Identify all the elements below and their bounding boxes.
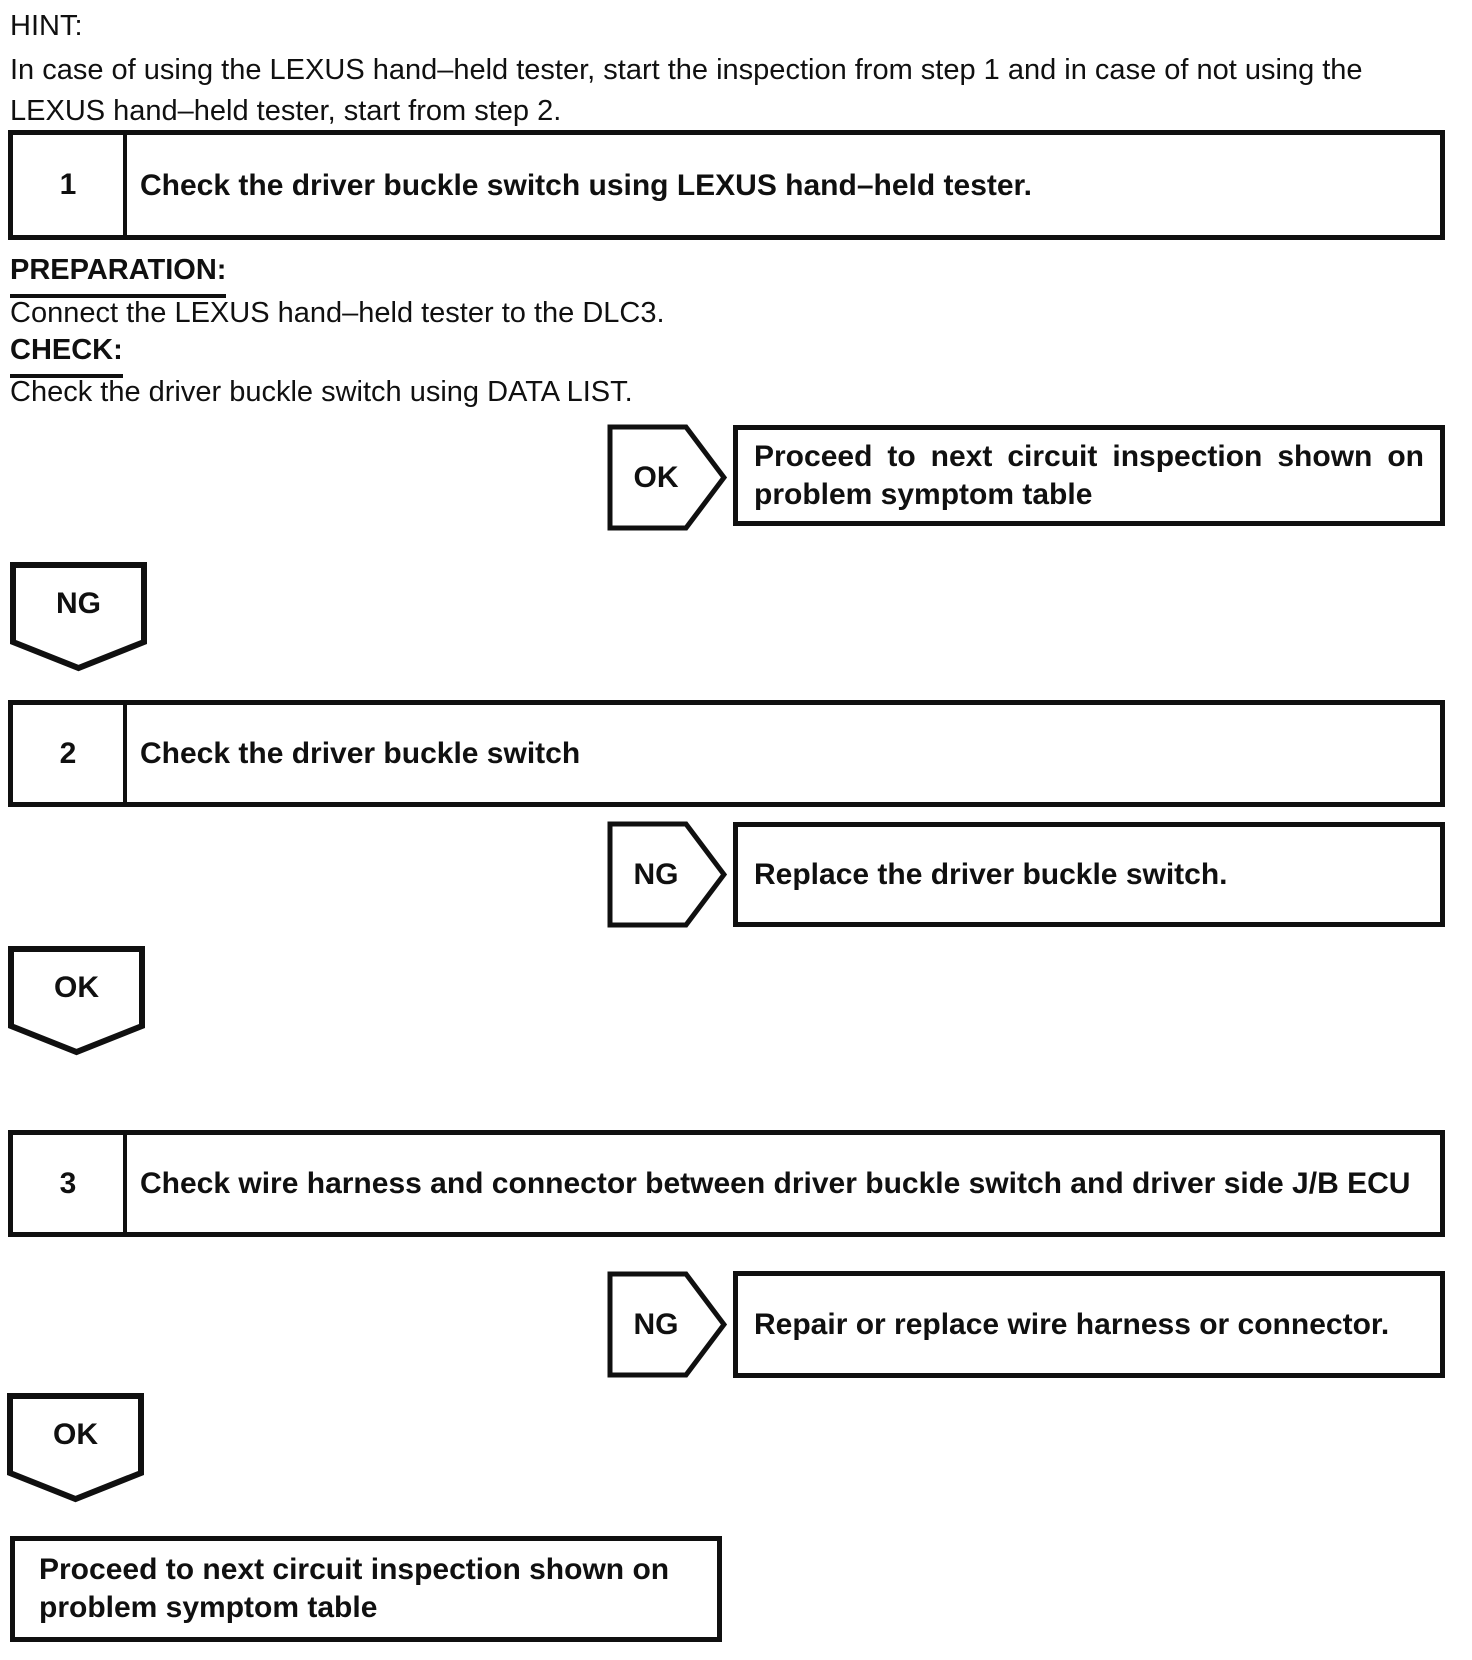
- hint-label: HINT:: [10, 10, 83, 42]
- preparation-text: Connect the LEXUS hand–held tester to th…: [10, 297, 665, 329]
- step-1-number: 1: [13, 135, 127, 235]
- hint-text: In case of using the LEXUS hand–held tes…: [10, 54, 1363, 127]
- ok-connector-label: OK: [53, 1418, 98, 1451]
- final-line: Proceed to next circuit inspection shown…: [39, 1553, 670, 1586]
- result-box-proceed-1: Proceed to next circuit inspection shown…: [733, 425, 1445, 526]
- final-line: problem symptom table: [39, 1591, 378, 1624]
- check-label: CHECK:: [10, 330, 123, 378]
- step-2-title: Check the driver buckle switch: [140, 737, 581, 770]
- step-3-box: 3 Check wire harness and connector betwe…: [8, 1130, 1445, 1237]
- ng-arrow-label: NG: [633, 857, 679, 891]
- ng-branch-3: NG: [607, 1271, 727, 1378]
- step-2-box: 2 Check the driver buckle switch: [8, 700, 1445, 807]
- preparation-heading: PREPARATION:: [10, 250, 227, 298]
- ok-arrow-icon: [607, 424, 727, 531]
- preparation-label: PREPARATION:: [10, 250, 227, 298]
- result-box-replace-switch: Replace the driver buckle switch.: [733, 822, 1445, 927]
- step-2-number: 2: [13, 705, 127, 802]
- ng-branch-2: NG: [607, 821, 727, 928]
- ng-down-connector: NG: [10, 562, 147, 672]
- result-line: problem symptom table: [754, 477, 1093, 511]
- final-result-box: Proceed to next circuit inspection shown…: [10, 1536, 722, 1642]
- ng-connector-label: NG: [56, 587, 101, 620]
- step-1-box: 1 Check the driver buckle switch using L…: [8, 130, 1445, 240]
- ng-arrow-icon: [607, 1271, 727, 1378]
- step-3-title: Check wire harness and connector between…: [140, 1167, 1411, 1200]
- check-heading: CHECK:: [10, 330, 123, 378]
- ok-down-connector-2: OK: [7, 1393, 144, 1503]
- ok-arrow-label: OK: [633, 460, 679, 494]
- result-line: Replace the driver buckle switch.: [754, 857, 1228, 891]
- result-line: Repair or replace wire harness or connec…: [754, 1307, 1390, 1341]
- check-text: Check the driver buckle switch using DAT…: [10, 376, 633, 408]
- ok-branch-1: OK: [607, 424, 727, 531]
- step-1-title: Check the driver buckle switch using LEX…: [140, 168, 1032, 202]
- ok-down-connector-icon: [8, 946, 145, 1056]
- result-box-repair-harness: Repair or replace wire harness or connec…: [733, 1271, 1445, 1378]
- ok-down-connector-icon: [7, 1393, 144, 1503]
- ng-arrow-label: NG: [633, 1307, 679, 1341]
- step-3-number: 3: [13, 1135, 127, 1232]
- result-line: Proceed to next circuit inspection shown…: [754, 439, 1424, 473]
- ng-arrow-icon: [607, 821, 727, 928]
- ok-connector-label: OK: [54, 971, 99, 1004]
- ok-down-connector-1: OK: [8, 946, 145, 1056]
- ng-down-connector-icon: [10, 562, 147, 672]
